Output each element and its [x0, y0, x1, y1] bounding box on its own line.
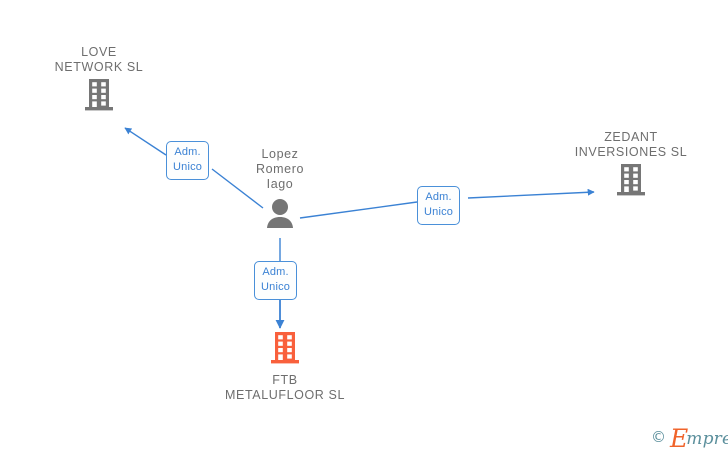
- edge-label-adm-unico-ftb-metalufloor[interactable]: Adm. Unico: [254, 261, 298, 300]
- node-lopez-romero-iago[interactable]: Lopez Romero Iago: [190, 147, 370, 233]
- empresia-watermark: © E mpresia: [651, 424, 728, 453]
- copyright-icon: ©: [651, 428, 666, 446]
- node-label-lopez-romero-iago: Lopez Romero Iago: [255, 147, 305, 191]
- building-icon: [270, 331, 300, 370]
- node-label-love-network: LOVE NETWORK SL: [54, 45, 144, 74]
- node-love-network[interactable]: LOVE NETWORK SL: [9, 45, 189, 117]
- edge-label-adm-unico-love-network[interactable]: Adm. Unico: [166, 141, 210, 180]
- edge-label-adm-unico-zedant[interactable]: Adm. Unico: [417, 186, 461, 225]
- person-icon: [264, 198, 296, 233]
- node-label-zedant: ZEDANT INVERSIONES SL: [574, 130, 688, 159]
- brand-initial: E: [670, 424, 689, 453]
- building-icon: [616, 163, 646, 202]
- building-icon: [84, 78, 114, 117]
- node-zedant[interactable]: ZEDANT INVERSIONES SL: [541, 130, 721, 202]
- node-label-ftb-metalufloor: FTB METALUFLOOR SL: [225, 373, 345, 402]
- brand-name: mpresia: [686, 429, 728, 449]
- node-ftb-metalufloor[interactable]: FTB METALUFLOOR SL: [195, 331, 375, 403]
